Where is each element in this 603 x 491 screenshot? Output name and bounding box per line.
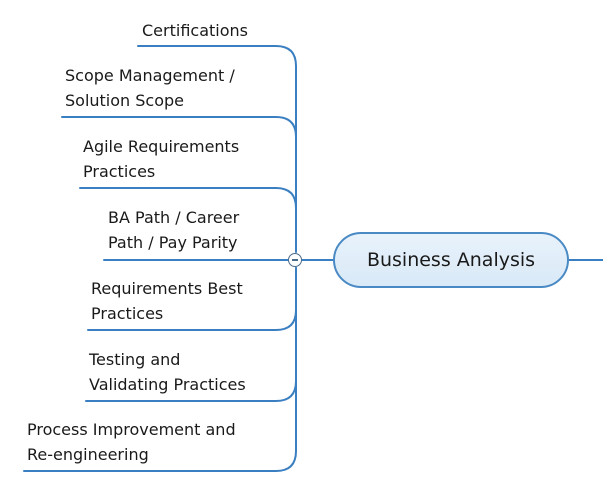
subtopic-label-line: Certifications [142, 21, 248, 40]
subtopic-label-line: Path / Pay Parity [108, 233, 238, 252]
branch-line-process-improvement [23, 267, 297, 472]
subtopic-label-line: Process Improvement and [27, 420, 236, 439]
subtopic-label-line: Solution Scope [65, 91, 185, 110]
subtopic-agile-requirements[interactable]: Agile Requirements Practices [83, 134, 239, 184]
subtopic-label-line: BA Path / Career [108, 208, 240, 227]
subtopic-testing-validating[interactable]: Testing and Validating Practices [89, 347, 246, 397]
central-topic-label: Business Analysis [366, 249, 536, 271]
subtopic-process-improvement[interactable]: Process Improvement and Re-engineering [27, 417, 236, 467]
central-topic[interactable]: Business Analysis [333, 232, 569, 288]
subtopic-label-line: Scope Management / [65, 66, 235, 85]
branch-line-scope-management [61, 116, 297, 138]
subtopic-label-line: Re-engineering [27, 445, 149, 464]
subtopic-ba-path[interactable]: BA Path / Career Path / Pay Parity [108, 205, 239, 255]
subtopic-label-line: Practices [91, 304, 164, 323]
subtopic-label-line: Validating Practices [89, 375, 246, 394]
subtopic-label-line: Requirements Best [91, 279, 243, 298]
subtopic-label-line: Agile Requirements [83, 137, 240, 156]
branch-line-agile-requirements [79, 187, 297, 209]
subtopic-certifications[interactable]: Certifications [142, 18, 248, 43]
subtopic-label-line: Practices [83, 162, 156, 181]
branch-line-certifications [137, 45, 297, 253]
subtopic-label-line: Testing and [89, 350, 181, 369]
collapse-toggle-button[interactable] [288, 253, 302, 267]
subtopic-requirements-best-practices[interactable]: Requirements Best Practices [91, 276, 243, 326]
subtopic-scope-management[interactable]: Scope Management / Solution Scope [65, 63, 235, 113]
